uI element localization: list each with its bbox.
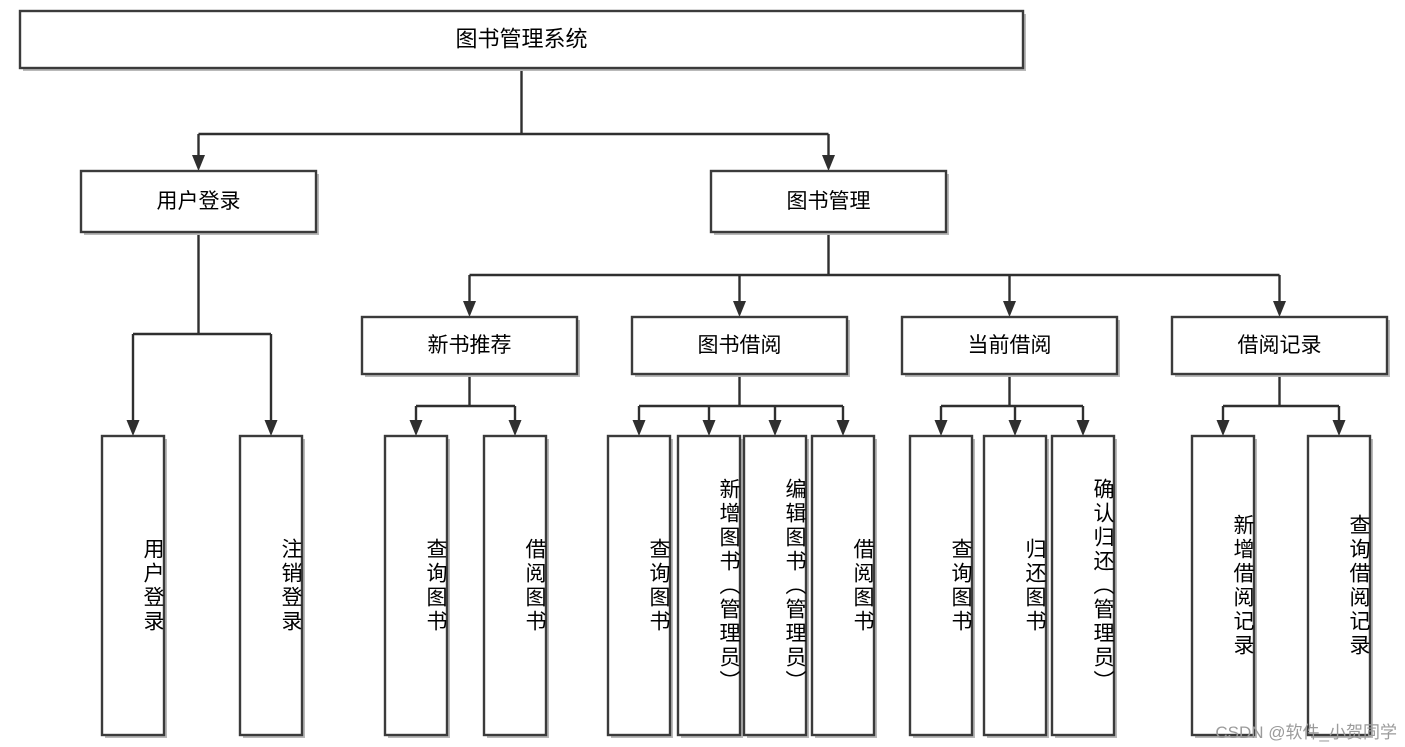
- node-borrow-record[interactable]: 借阅记录: [1170, 315, 1390, 377]
- edge-arrowhead: [1332, 420, 1346, 436]
- edge-group-root: [192, 68, 835, 171]
- edge-arrowhead: [463, 301, 476, 317]
- node-box[interactable]: [482, 434, 548, 737]
- edge-arrowhead: [1273, 301, 1286, 317]
- node-box[interactable]: [709, 169, 948, 234]
- edge-arrowhead: [192, 155, 205, 171]
- node-leaf-user-login[interactable]: [100, 434, 167, 738]
- node-leaf-rec-add-record[interactable]: [1190, 434, 1257, 738]
- node-leaf-borrow-query-book[interactable]: [606, 434, 673, 738]
- node-box[interactable]: [1050, 434, 1116, 737]
- edge-group-borrow-record: [1216, 374, 1346, 436]
- node-leaf-user-logout[interactable]: [238, 434, 305, 738]
- edge-arrowhead: [632, 420, 646, 436]
- node-box[interactable]: [100, 434, 166, 737]
- watermark-text: CSDN @软件_小贺同学: [1215, 723, 1397, 742]
- node-box[interactable]: [606, 434, 672, 737]
- edge-arrowhead: [126, 420, 140, 436]
- edges-layer: [126, 68, 1346, 436]
- node-box[interactable]: [810, 434, 876, 737]
- node-box[interactable]: [742, 434, 808, 737]
- node-box[interactable]: [79, 169, 318, 234]
- node-label: 图书管理: [787, 190, 871, 213]
- edge-group-new-book-rec: [409, 374, 522, 436]
- edge-arrowhead: [508, 420, 522, 436]
- edge-arrowhead: [702, 420, 716, 436]
- node-box[interactable]: [1306, 434, 1372, 737]
- edge-group-current-borrow: [934, 374, 1090, 436]
- node-leaf-cur-query-book[interactable]: [908, 434, 975, 738]
- node-box[interactable]: [676, 434, 742, 737]
- node-leaf-cur-return-book[interactable]: [982, 434, 1049, 738]
- node-current-borrow[interactable]: 当前借阅: [900, 315, 1120, 377]
- node-box[interactable]: [238, 434, 304, 737]
- node-leaf-borrow-borrow-book[interactable]: [810, 434, 877, 738]
- node-label: 新书推荐: [428, 334, 512, 357]
- node-box[interactable]: [630, 315, 849, 376]
- node-label: 图书管理系统: [455, 26, 587, 51]
- node-root[interactable]: 图书管理系统: [18, 9, 1026, 71]
- node-leaf-cur-confirm-return[interactable]: [1050, 434, 1117, 738]
- node-box[interactable]: [900, 315, 1119, 376]
- node-leaf-rec-borrow-book[interactable]: [482, 434, 549, 738]
- node-leaf-rec-query-record[interactable]: [1306, 434, 1373, 738]
- edge-arrowhead: [1003, 301, 1016, 317]
- node-leaf-rec-query-book[interactable]: [383, 434, 450, 738]
- node-book-borrow[interactable]: 图书借阅: [630, 315, 850, 377]
- node-box[interactable]: [1170, 315, 1389, 376]
- node-box[interactable]: [982, 434, 1048, 737]
- edge-arrowhead: [934, 420, 948, 436]
- node-box[interactable]: [360, 315, 579, 376]
- node-box[interactable]: [1190, 434, 1256, 737]
- node-label: 当前借阅: [968, 334, 1052, 357]
- edge-arrowhead: [822, 155, 835, 171]
- node-book-manage[interactable]: 图书管理: [709, 169, 949, 235]
- edge-arrowhead: [1076, 420, 1090, 436]
- node-label: 图书借阅: [698, 334, 782, 357]
- edge-arrowhead: [768, 420, 782, 436]
- node-user-login[interactable]: 用户登录: [79, 169, 319, 235]
- edge-group-user-login: [126, 232, 278, 436]
- edge-arrowhead: [1008, 420, 1022, 436]
- edge-arrowhead: [409, 420, 423, 436]
- edge-arrowhead: [1216, 420, 1230, 436]
- node-box[interactable]: [18, 9, 1025, 70]
- edge-arrowhead: [264, 420, 278, 436]
- node-leaf-borrow-add-book[interactable]: [676, 434, 743, 738]
- edge-arrowhead: [733, 301, 746, 317]
- node-leaf-borrow-edit-book[interactable]: [742, 434, 809, 738]
- node-label: 借阅记录: [1238, 334, 1322, 357]
- edge-arrowhead: [836, 420, 850, 436]
- edge-group-book-manage: [463, 232, 1286, 317]
- node-new-book-rec[interactable]: 新书推荐: [360, 315, 580, 377]
- node-box[interactable]: [908, 434, 974, 737]
- node-label: 用户登录: [157, 190, 241, 213]
- node-box[interactable]: [383, 434, 449, 737]
- edge-group-book-borrow: [632, 374, 850, 436]
